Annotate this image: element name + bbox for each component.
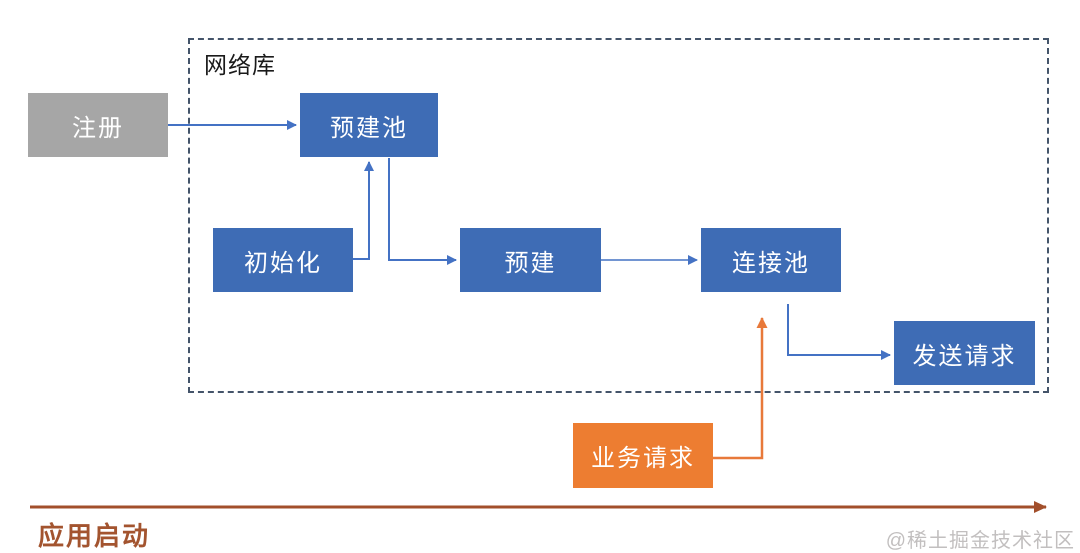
network-library-group: 网络库 — [188, 38, 1049, 393]
node-register-label: 注册 — [72, 114, 124, 142]
node-initialize: 初始化 — [213, 228, 353, 292]
node-connection-pool-label: 连接池 — [732, 249, 810, 277]
node-prebuild-label: 预建 — [504, 249, 557, 277]
node-prebuilt-pool-label: 预建池 — [330, 114, 408, 142]
network-library-group-label: 网络库 — [204, 52, 276, 78]
node-connection-pool: 连接池 — [701, 228, 841, 292]
timeline-label: 应用启动 — [38, 521, 151, 551]
node-register: 注册 — [28, 93, 168, 157]
node-business-request: 业务请求 — [573, 423, 713, 488]
node-send-request-label: 发送请求 — [912, 342, 1017, 370]
node-prebuilt-pool: 预建池 — [300, 93, 438, 157]
node-prebuild: 预建 — [460, 228, 601, 292]
watermark: @稀土掘金技术社区 — [885, 530, 1075, 552]
node-initialize-label: 初始化 — [244, 249, 322, 277]
node-send-request: 发送请求 — [894, 321, 1035, 385]
node-business-request-label: 业务请求 — [591, 445, 695, 472]
